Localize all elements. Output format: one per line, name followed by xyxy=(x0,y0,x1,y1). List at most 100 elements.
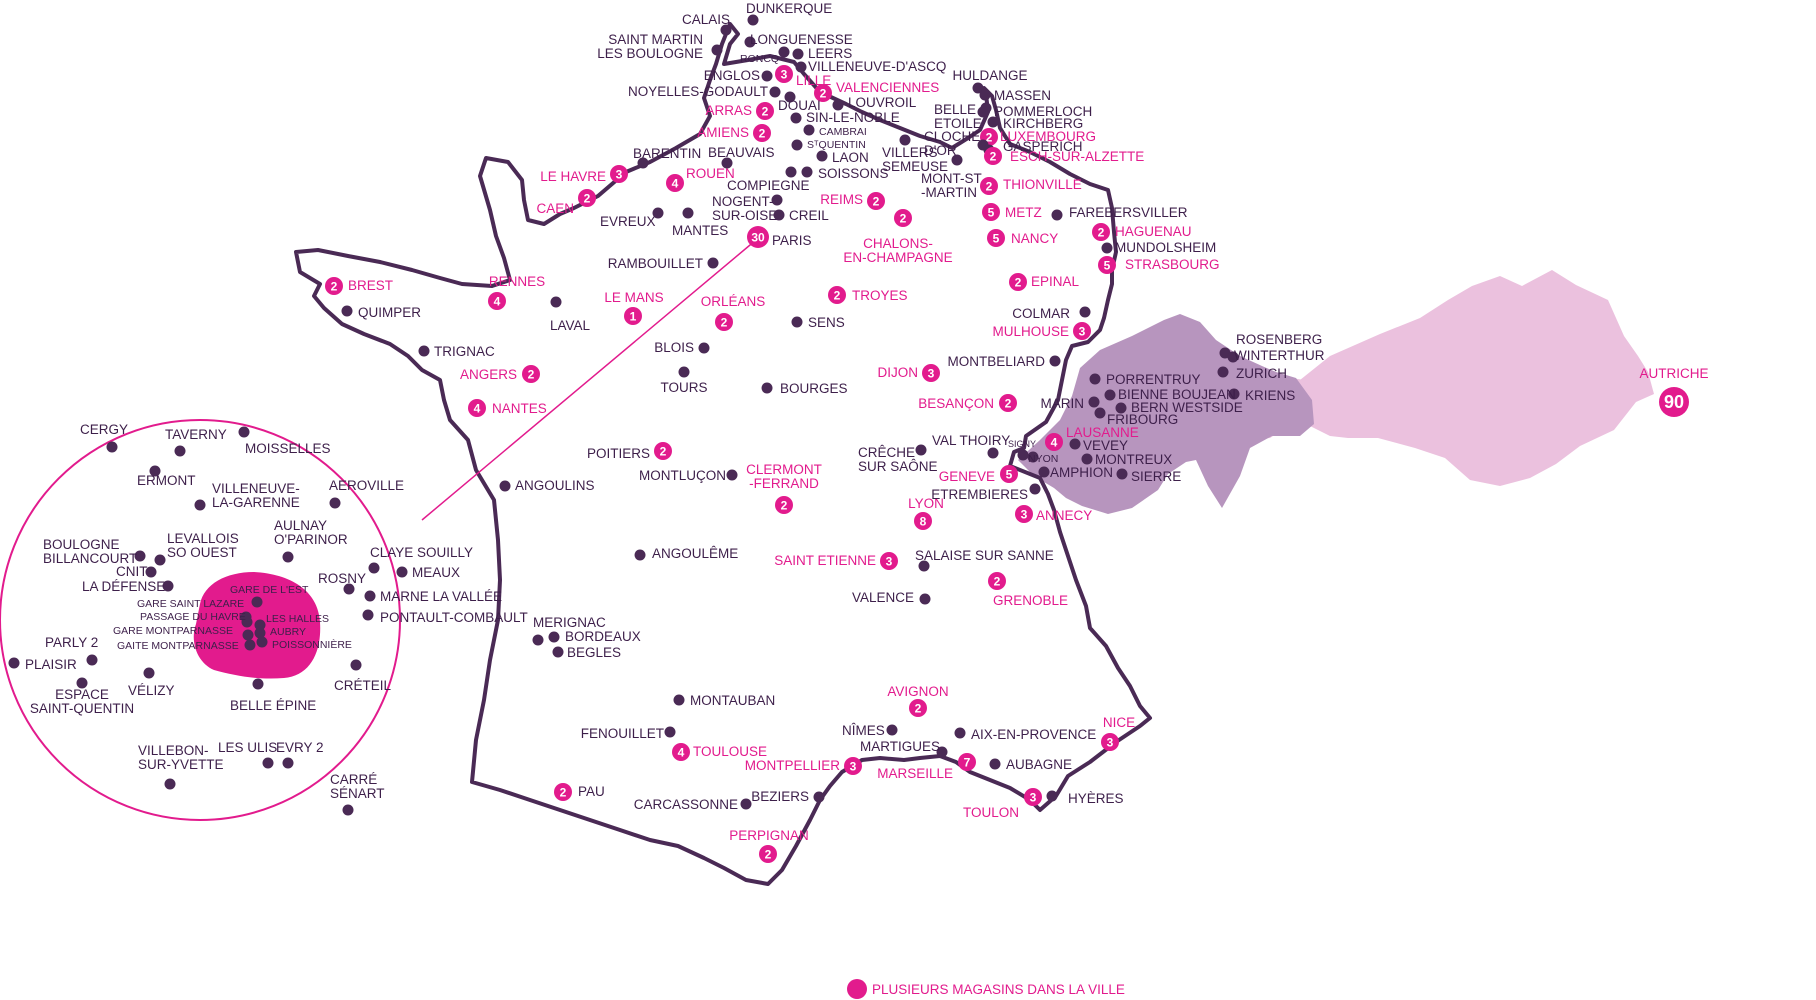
city-label-brest: BREST xyxy=(348,278,393,293)
city-label-trignac: TRIGNAC xyxy=(434,344,495,359)
store-badge-valenciennes xyxy=(814,84,832,102)
store-dot-bourges xyxy=(761,382,773,394)
city-label-gare-de-l-est: GARE DE L'EST xyxy=(230,584,309,596)
city-label-bourges: BOURGES xyxy=(780,381,848,396)
store-dot-cergy xyxy=(106,441,118,453)
store-dot-passage-du-havre xyxy=(241,616,253,628)
store-dot-mantes xyxy=(682,207,694,219)
store-dot-creche-sur-saone xyxy=(915,444,927,456)
store-badge-lausanne xyxy=(1045,433,1063,451)
store-dot-massen xyxy=(979,89,991,101)
city-label-laon: LAON xyxy=(832,150,869,165)
store-badge-pau xyxy=(554,783,572,801)
store-dot-valence xyxy=(919,593,931,605)
city-label-clermont-ferrand: CLERMONT xyxy=(746,462,822,477)
store-dot-montauban xyxy=(673,694,685,706)
store-dot-la-defense xyxy=(162,580,174,592)
city-label-zurich: ZURICH xyxy=(1236,366,1287,381)
store-badge-haguenau xyxy=(1092,223,1110,241)
store-count-lyon: 8 xyxy=(920,515,927,529)
store-badge-lyon xyxy=(914,512,932,530)
store-badge-angers xyxy=(522,365,540,383)
store-dot-blois xyxy=(698,342,710,354)
store-count-orleans: 2 xyxy=(721,316,728,330)
store-dot-villebon-sur-yvette xyxy=(164,778,176,790)
city-label-montauban: MONTAUBAN xyxy=(690,693,775,708)
store-dot-roncq xyxy=(778,46,790,58)
store-dot-hyeres xyxy=(1046,790,1058,802)
store-count-haguenau: 2 xyxy=(1098,226,1105,240)
city-label-nice: NICE xyxy=(1103,715,1135,730)
store-dot-calais xyxy=(720,24,732,36)
city-label-clermont-ferrand: -FERRAND xyxy=(749,476,819,491)
city-label-kirchberg: KIRCHBERG xyxy=(1003,116,1083,131)
store-dot-laon xyxy=(816,150,828,162)
city-label-gasperich: GASPERICH xyxy=(1003,139,1083,154)
store-dot-rosny xyxy=(343,583,355,595)
store-dot-gare-montparnasse xyxy=(242,629,254,641)
city-label-poitiers: POITIERS xyxy=(587,446,650,461)
store-count-nancy: 5 xyxy=(993,232,1000,246)
city-label-amiens: AMIENS xyxy=(697,125,749,140)
store-count-geneve: 5 xyxy=(1006,468,1013,482)
switzerland-region xyxy=(1018,314,1314,514)
city-label-carre-senart: SÉNART xyxy=(330,786,385,801)
store-dot-ermont xyxy=(149,465,161,477)
city-label-saint-martin-les-boulogne: SAINT MARTIN xyxy=(608,32,703,47)
city-label-le-mans: LE MANS xyxy=(604,290,663,305)
store-count-poitiers: 2 xyxy=(660,445,667,459)
city-label-aeroville: AEROVILLE xyxy=(329,478,404,493)
city-label-aulnay-o-parinor: O'PARINOR xyxy=(274,532,348,547)
store-count-reims: 2 xyxy=(873,195,880,209)
city-label-sin-le-noble: SIN-LE-NOBLE xyxy=(806,110,900,125)
store-badge-brest xyxy=(325,277,343,295)
city-label-montreux: MONTREUX xyxy=(1095,452,1172,467)
city-label-bienne-boujean: BIENNE BOUJEAN xyxy=(1118,387,1236,402)
store-dot-sin-le-noble xyxy=(790,112,802,124)
city-label-aix-en-provence: AIX-EN-PROVENCE xyxy=(971,727,1096,742)
store-dot-creteil xyxy=(350,659,362,671)
city-label-poissonniere: POISSONNIÈRE xyxy=(272,638,352,651)
store-badge-thionville xyxy=(980,177,998,195)
city-label-levallois-so-ouest: SO OUEST xyxy=(167,545,237,560)
city-label-creche-sur-saone: SUR SAÔNE xyxy=(858,459,938,474)
city-label-pommerloch: POMMERLOCH xyxy=(994,104,1092,119)
store-badge-metz xyxy=(982,203,1000,221)
city-label-bern-westside: BERN WESTSIDE xyxy=(1131,400,1243,415)
city-label-mulhouse: MULHOUSE xyxy=(992,324,1069,339)
city-label-colmar: COLMAR xyxy=(1012,306,1070,321)
city-label-amphion: AMPHION xyxy=(1050,465,1113,480)
store-dot-etrembieres xyxy=(1029,483,1041,495)
store-dot-montlucon xyxy=(726,469,738,481)
store-count-le-havre: 3 xyxy=(616,168,623,182)
store-dot-aix-en-provence xyxy=(954,727,966,739)
city-label-angoulins: ANGOULINS xyxy=(515,478,595,493)
store-dot-colmar xyxy=(1079,306,1091,318)
city-label-calais: CALAIS xyxy=(682,12,730,27)
city-label-longuenesse: LONGUENESSE xyxy=(750,32,853,47)
store-dot-quimper xyxy=(341,305,353,317)
store-count-pau: 2 xyxy=(560,786,567,800)
store-dot-leers xyxy=(792,48,804,60)
store-badge-nice xyxy=(1101,733,1119,751)
store-count-paris: 30 xyxy=(751,231,765,245)
store-dot-aeroville xyxy=(329,497,341,509)
store-dot-les-halles xyxy=(254,619,266,631)
city-label-nyon: NYON xyxy=(1028,453,1058,465)
store-dot-evry-2 xyxy=(282,757,294,769)
city-label-leers: LEERS xyxy=(808,46,852,61)
city-label-creche-sur-saone: CRÊCHE xyxy=(858,445,915,460)
city-label-signy: SIGNY xyxy=(1008,439,1036,449)
store-count-montpellier: 3 xyxy=(850,760,857,774)
store-count-luxembourg: 2 xyxy=(986,131,993,145)
city-label-nantes: NANTES xyxy=(492,401,547,416)
city-label-espace-saint-quentin: SAINT-QUENTIN xyxy=(30,701,134,716)
city-label-plaisir: PLAISIR xyxy=(25,657,77,672)
city-label-farebersviller: FAREBERSVILLER xyxy=(1069,205,1188,220)
city-label-creteil: CRÉTEIL xyxy=(334,678,392,693)
city-label-annecy: ANNECY xyxy=(1036,508,1092,523)
city-label-velizy: VÉLIZY xyxy=(128,683,175,698)
store-count-rennes: 4 xyxy=(494,295,501,309)
city-label-barentin: BARENTIN xyxy=(633,146,701,161)
city-label-beauvais: BEAUVAIS xyxy=(708,145,775,160)
